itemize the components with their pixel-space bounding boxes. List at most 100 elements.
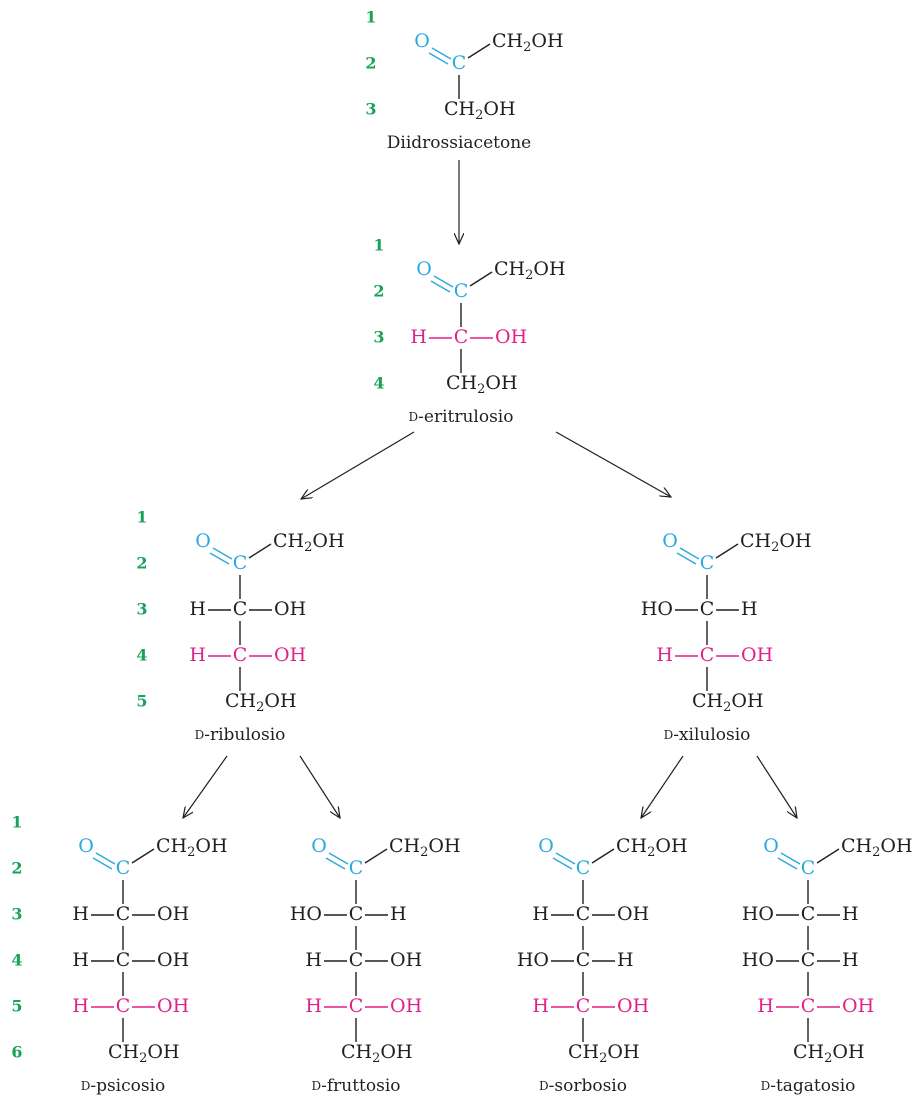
carbon-number-label: 3 [365, 100, 376, 119]
hydrogen-left: H [305, 949, 322, 971]
hydrogen-left: H [305, 995, 322, 1017]
stereo-prefix: D [761, 1079, 771, 1093]
carbonyl-oxygen: O [662, 530, 678, 552]
carbonyl-double-bond-b [325, 857, 346, 870]
hydroxyl-left: HO [290, 903, 322, 925]
compound-name: Diidrossiacetone [387, 133, 531, 153]
compound-name: D-xilulosio [664, 725, 751, 745]
stereocenter-carbon: C [349, 903, 364, 925]
hydroxyl-left: HO [742, 949, 774, 971]
stereo-prefix: D [311, 1079, 321, 1093]
stereocenter-carbon: C [801, 949, 816, 971]
reaction-arrow-erythrulose-to-xylulose [555, 431, 671, 497]
terminal-ch2oh-group: CH2OH [341, 1041, 413, 1066]
hydrogen-right: H [741, 598, 758, 620]
new-stereocenter-carbon: C [801, 995, 816, 1017]
hydrogen-left: H [72, 995, 89, 1017]
bond-c2-c1 [469, 271, 493, 287]
stereocenter-carbon: C [116, 903, 131, 925]
carbonyl-double-bond-b [428, 52, 449, 65]
carbonyl-double-bond-b [552, 857, 573, 870]
carbon-number-label: 4 [136, 646, 147, 665]
carbon-number-label: 6 [11, 1043, 22, 1062]
carbonyl-double-bond-a [95, 852, 116, 865]
hydroxyl-right: OH [274, 598, 306, 620]
c1-ch2oh-group: CH2OH [156, 835, 228, 860]
carbon-number-label: 4 [373, 374, 384, 393]
carbonyl-double-bond-a [555, 852, 576, 865]
carbonyl-carbon: C [700, 552, 715, 574]
hydrogen-right: H [842, 903, 859, 925]
carbonyl-double-bond-a [780, 852, 801, 865]
hydrogen-right: H [390, 903, 407, 925]
c1-ch2oh-group: CH2OH [492, 30, 564, 55]
carbon-number-label: 3 [373, 328, 384, 347]
hydrogen-left: H [410, 326, 427, 348]
carbon-number-label: 2 [11, 859, 22, 878]
c1-ch2oh-group: CH2OH [273, 530, 345, 555]
compound-name: D-eritrulosio [409, 407, 514, 427]
hydroxyl-right: OH [274, 644, 306, 666]
bond-c2-c1 [131, 848, 155, 864]
terminal-ch2oh-group: CH2OH [225, 690, 297, 715]
hydroxyl-right: OH [157, 995, 189, 1017]
compound-name: D-psicosio [81, 1076, 166, 1096]
bond-c2-c1 [248, 543, 272, 559]
c1-ch2oh-group: CH2OH [841, 835, 913, 860]
compound-name: D-ribulosio [195, 725, 286, 745]
carbonyl-carbon: C [452, 52, 467, 74]
carbonyl-oxygen: O [414, 30, 430, 52]
hydroxyl-right: OH [617, 995, 649, 1017]
stereocenter-carbon: C [801, 903, 816, 925]
stereocenter-carbon: C [116, 949, 131, 971]
new-stereocenter-carbon: C [116, 995, 131, 1017]
stereo-prefix: D [81, 1079, 91, 1093]
compound-name: D-tagatosio [761, 1076, 856, 1096]
reaction-arrow-ribulose-to-fructose [299, 755, 340, 818]
new-stereocenter-carbon: C [454, 326, 469, 348]
carbon-number-label: 3 [11, 905, 22, 924]
hydroxyl-right: OH [617, 903, 649, 925]
hydroxyl-right: OH [390, 995, 422, 1017]
carbonyl-oxygen: O [763, 835, 779, 857]
new-stereocenter-carbon: C [576, 995, 591, 1017]
carbonyl-carbon: C [576, 857, 591, 879]
carbon-number-label: 5 [11, 997, 22, 1016]
c1-ch2oh-group: CH2OH [616, 835, 688, 860]
hydrogen-right: H [842, 949, 859, 971]
stereocenter-carbon: C [349, 949, 364, 971]
bond-c2-c1 [467, 43, 491, 59]
hydroxyl-right: OH [157, 903, 189, 925]
hydroxyl-right: OH [842, 995, 874, 1017]
carbonyl-carbon: C [349, 857, 364, 879]
c1-ch2oh-group: CH2OH [740, 530, 812, 555]
compound-name: D-fruttosio [311, 1076, 400, 1096]
carbonyl-carbon: C [116, 857, 131, 879]
hydroxyl-right: OH [390, 949, 422, 971]
carbonyl-double-bond-a [679, 547, 700, 560]
reaction-arrow-ribulose-to-psicose [183, 755, 228, 818]
carbonyl-carbon: C [801, 857, 816, 879]
carbonyl-double-bond-b [430, 280, 451, 293]
hydrogen-left: H [189, 644, 206, 666]
carbonyl-oxygen: O [538, 835, 554, 857]
hydrogen-left: H [72, 949, 89, 971]
stereocenter-carbon: C [576, 949, 591, 971]
hydroxyl-right: OH [495, 326, 527, 348]
carbonyl-double-bond-b [92, 857, 113, 870]
new-stereocenter-carbon: C [349, 995, 364, 1017]
terminal-ch2oh-group: CH2OH [444, 98, 516, 123]
hydroxyl-right: OH [157, 949, 189, 971]
carbonyl-double-bond-a [212, 547, 233, 560]
reaction-arrow-xylulose-to-sorbose [641, 755, 684, 818]
carbonyl-double-bond-b [777, 857, 798, 870]
carbon-number-label: 5 [136, 692, 147, 711]
reaction-arrow-xylulose-to-tagatose [756, 755, 797, 818]
carbon-number-label: 1 [11, 813, 22, 832]
carbon-number-label: 4 [11, 951, 22, 970]
